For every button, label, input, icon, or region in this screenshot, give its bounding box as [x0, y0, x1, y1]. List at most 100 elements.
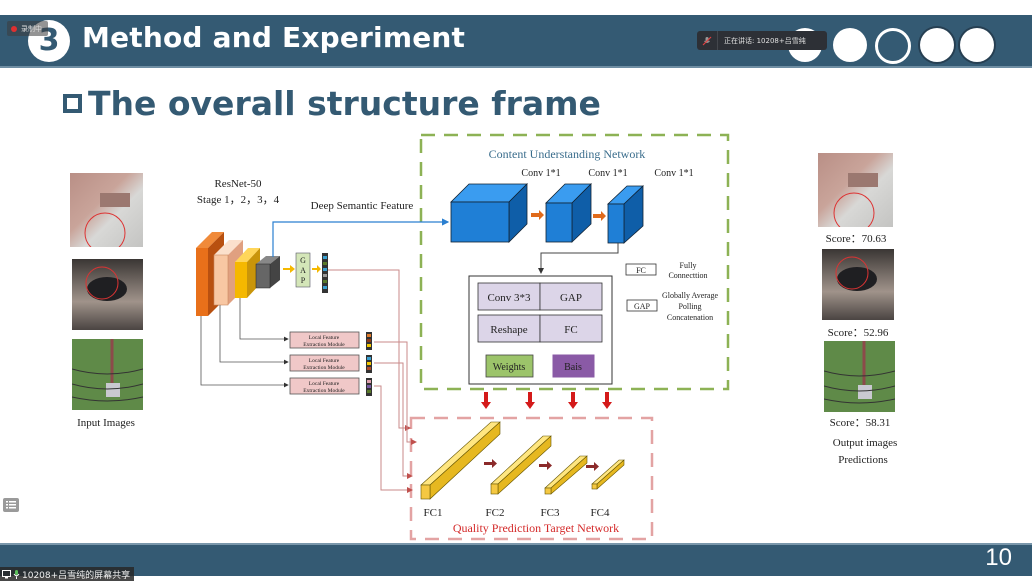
legend-fc-text: FC — [636, 266, 646, 275]
legend-gap-text: GAP — [634, 302, 651, 311]
fc3-label: FC3 — [541, 507, 560, 519]
mic-muted-icon — [697, 31, 718, 50]
fc-cell: FC — [564, 324, 577, 336]
svg-text:Extraction Module: Extraction Module — [303, 388, 345, 394]
nav-dot-5[interactable] — [960, 28, 994, 62]
conv-label-2: Conv 1*1 — [588, 168, 627, 179]
input-image-3 — [72, 339, 143, 410]
red-down-arrows — [481, 392, 612, 409]
blue-cube-3 — [606, 185, 645, 244]
page-number: 10 — [985, 544, 1012, 571]
output-image-1 — [818, 153, 893, 227]
score-3: Score：58.31 — [830, 417, 891, 429]
svg-text:Extraction Module: Extraction Module — [303, 342, 345, 348]
legend-gap-desc-1: Globally Average — [662, 291, 719, 300]
gap-letter-p: P — [301, 276, 306, 285]
svg-text:Local Feature: Local Feature — [309, 335, 340, 341]
fc4-label: FC4 — [591, 507, 610, 519]
fc1-label: FC1 — [424, 507, 443, 519]
dark-red-arrow-icon — [539, 461, 552, 470]
fc4-bar — [591, 459, 625, 490]
yellow-arrow-icon — [312, 265, 321, 273]
legend-fc-desc-2: Connecttion — [668, 271, 707, 280]
share-text: 10208+吕雪纯的屏幕共享 — [22, 570, 131, 581]
conv33-cell: Conv 3*3 — [487, 292, 531, 304]
stage-to-lfem1 — [239, 298, 289, 342]
lfem-box-3: Local Feature Extraction Module — [289, 377, 360, 395]
legend-fc-desc-1: Fully — [680, 261, 697, 270]
screen-share-indicator[interactable]: 10208+吕雪纯的屏幕共享 — [0, 567, 135, 581]
speaker-text: 正在讲话: 10208+吕雪纯 — [724, 36, 806, 45]
blue-cube-2 — [545, 183, 592, 243]
fc2-bar — [490, 435, 552, 495]
svg-text:Local Feature: Local Feature — [309, 358, 340, 364]
red-arrow-icon — [525, 392, 535, 409]
fc1-bar — [420, 421, 501, 500]
recording-label: 录制中 — [21, 24, 42, 33]
cun-title: Content Understanding Network — [489, 147, 646, 161]
gap-letter-a: A — [300, 266, 306, 275]
deep-semantic-label: Deep Semantic Feature — [311, 200, 414, 212]
fc3-bar — [544, 455, 588, 495]
lfem1-connector — [374, 341, 417, 445]
square-bullet-icon — [63, 94, 82, 113]
red-arrow-icon — [481, 392, 491, 409]
lfem2-connector — [374, 362, 413, 479]
legend-fc-box — [625, 263, 657, 276]
qpt-frame — [409, 416, 654, 541]
lfem3-connector — [374, 385, 413, 493]
stages-label: Stage 1，2，3，4 — [197, 194, 280, 206]
orange-arrow-icon — [531, 210, 544, 220]
lfem-box-2: Local Feature Extraction Module — [289, 354, 360, 372]
nav-dot-2[interactable] — [833, 28, 867, 62]
nav-dot-4[interactable] — [920, 28, 954, 62]
svg-text:Extraction Module: Extraction Module — [303, 365, 345, 371]
fc2-label: FC2 — [486, 507, 505, 519]
bias-label: Bais — [564, 362, 582, 373]
input-images-label: Input Images — [77, 417, 135, 429]
speaker-toast: 正在讲话: 10208+吕雪纯 — [697, 31, 827, 50]
connector-line — [538, 243, 619, 274]
resnet-stage-3 — [235, 248, 260, 298]
score-1: Score：70.63 — [826, 233, 887, 245]
resnet-stage-4 — [255, 256, 280, 289]
list-icon — [6, 501, 16, 509]
qpt-title: Quality Prediction Target Network — [453, 521, 619, 535]
nav-dot-3-active[interactable] — [875, 28, 911, 64]
legend-gap-box — [626, 299, 658, 312]
dark-red-arrow-icon — [586, 462, 599, 471]
screen-icon — [2, 569, 11, 578]
gap-cell: GAP — [560, 292, 582, 304]
red-arrow-icon — [568, 392, 578, 409]
legend-gap-desc-3: Concatenation — [667, 313, 713, 322]
orange-arrow-icon — [593, 211, 606, 221]
slide-heading-text: The overall structure frame — [88, 84, 601, 123]
lfem-box-1: Local Feature Extraction Module — [289, 331, 360, 349]
footer-bar — [0, 543, 1032, 576]
stage-to-lfem2 — [219, 305, 289, 365]
output-image-3 — [824, 341, 895, 412]
input-image-2 — [72, 259, 143, 330]
conv-label-1: Conv 1*1 — [521, 168, 560, 179]
output-label-1: Output images — [833, 437, 897, 449]
input-image-1 — [70, 173, 143, 247]
recording-indicator[interactable]: 录制中 — [7, 21, 48, 36]
red-arrow-icon — [602, 392, 612, 409]
window-top-strip — [0, 0, 1032, 15]
output-image-2 — [822, 249, 894, 320]
conv-label-3: Conv 1*1 — [654, 168, 693, 179]
output-label-2: Predictions — [838, 454, 888, 466]
gap-to-qpt-connector — [328, 269, 411, 431]
stage-to-lfem3 — [200, 316, 289, 388]
header-title: Method and Experiment — [82, 21, 466, 54]
record-dot-icon — [11, 25, 17, 32]
legend-gap-desc-2: Polling — [678, 302, 701, 311]
svg-text:Local Feature: Local Feature — [309, 381, 340, 387]
gap-letter-g: G — [300, 256, 306, 265]
score-2: Score：52.96 — [828, 327, 889, 339]
deep-semantic-connector — [272, 218, 450, 257]
list-menu-button[interactable] — [3, 498, 19, 512]
gap-feature-vector — [322, 253, 328, 293]
yellow-arrow-icon — [283, 265, 295, 273]
